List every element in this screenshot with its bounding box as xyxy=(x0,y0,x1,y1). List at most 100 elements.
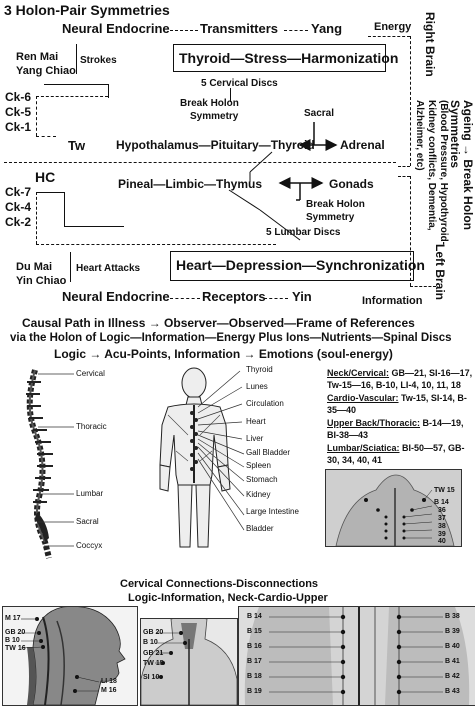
cardio-vascular-text-2: 35—40 xyxy=(327,405,357,415)
back-label-37: 37 xyxy=(438,515,446,522)
dash-connector xyxy=(410,176,411,286)
receptors-label: Receptors xyxy=(202,289,266,304)
yang-label: Yang xyxy=(311,21,343,36)
symmetry-label-1: Symmetry xyxy=(190,111,239,122)
break-holon-label-2: Break Holon xyxy=(306,199,365,210)
neural-endocrine-bottom: Neural Endocrine xyxy=(62,289,170,304)
spine-label-coccyx: Coccyx xyxy=(76,541,103,550)
back-label-38: 38 xyxy=(438,523,446,530)
dash-connector xyxy=(170,298,200,299)
dash-connector xyxy=(36,136,56,137)
connector-line xyxy=(36,192,64,193)
yang-chiao-label: Yang Chiao xyxy=(16,65,76,77)
organ-label-thyroid: Thyroid xyxy=(246,365,273,374)
organ-label-stomach: Stomach xyxy=(246,475,278,484)
bladder-back-figure xyxy=(244,607,470,705)
heart-depression-synchronization: Heart—Depression—Synchronization xyxy=(176,257,425,273)
organ-leader-lines xyxy=(197,370,245,531)
organ-label-heart: Heart xyxy=(246,417,266,426)
back-label-36: 36 xyxy=(438,507,446,514)
lumbar-sciatica-text-2: 30, 34, 40, 41 xyxy=(327,455,383,465)
back-label-b14: B 14 xyxy=(434,499,449,506)
organ-label-bladder: Bladder xyxy=(246,524,274,533)
upper-back-figure xyxy=(141,619,237,705)
symmetry-label-2: Symmetry xyxy=(306,212,355,223)
connector-line xyxy=(44,84,108,85)
neck-label-b10: B 10 xyxy=(5,637,20,644)
bladder-label-b19: B 19 xyxy=(247,688,262,695)
neural-endocrine-top: Neural Endocrine xyxy=(62,21,170,36)
neck-points-panel: M 17 GB 20 B 10 TW 16 LI 18 M 16 xyxy=(2,606,138,706)
bladder-label-b16: B 16 xyxy=(247,643,262,650)
causal-line-2: via the Holon of Logic—Information—Energ… xyxy=(10,332,452,344)
dash-divider xyxy=(4,162,396,163)
organ-label-lunes: Lunes xyxy=(246,382,268,391)
sacral-label: Sacral xyxy=(304,108,335,119)
ageing-label-2: Symmetries xyxy=(448,100,462,169)
cardio-vascular-text-1: Tw-15, SI-14, B- xyxy=(398,393,467,403)
neck-label-m16: M 16 xyxy=(101,687,117,694)
bladder-label-b18: B 18 xyxy=(247,673,262,680)
lumbar-sciatica-title: Lumbar/Sciatica: xyxy=(327,443,400,453)
bladder-label-b43: B 43 xyxy=(445,688,460,695)
upper-back-text-1: B-14—19, xyxy=(420,418,464,428)
ck6-label: Ck-6 xyxy=(5,90,32,104)
tw-label: Tw xyxy=(68,138,86,153)
dash-connector xyxy=(36,244,276,245)
ck5-label: Ck-5 xyxy=(5,105,32,119)
information-label: Information xyxy=(362,295,423,307)
lumbar-discs-label: 5 Lumbar Discs xyxy=(266,227,341,238)
ageing-label-5: Alzheimer, etc) xyxy=(414,100,425,171)
neck-label-gb20: GB 20 xyxy=(5,629,26,636)
upper-back-text-2: BI-38—43 xyxy=(327,430,369,440)
spine-label-cervical: Cervical xyxy=(76,369,105,378)
cardio-vascular-title: Cardio-Vascular: xyxy=(327,393,399,403)
ren-mai-label: Ren Mai xyxy=(16,51,59,63)
back-figure xyxy=(335,474,455,546)
dash-connector xyxy=(410,36,411,166)
bladder-label-b14: B 14 xyxy=(247,613,262,620)
neck-label-m17: M 17 xyxy=(5,615,21,622)
strokes-label: Strokes xyxy=(80,55,117,66)
organ-label-liver: Liver xyxy=(246,434,264,443)
ck2-label: Ck-2 xyxy=(5,215,32,229)
yin-label: Yin xyxy=(292,289,312,304)
organ-label-kidney: Kidney xyxy=(246,490,271,499)
dash-connector xyxy=(36,96,37,136)
spine-label-lumbar: Lumbar xyxy=(76,489,104,498)
bladder-label-b15: B 15 xyxy=(247,628,262,635)
neck-label-tw16: TW 16 xyxy=(5,645,26,652)
dash-connector xyxy=(368,36,410,37)
bladder-points-panel: B 14 B 15 B 16 B 17 B 18 B 19 B 38 B 39 … xyxy=(238,606,475,706)
page-title: 3 Holon-Pair Symmetries xyxy=(4,2,170,18)
thyroid-stress-harmonization: Thyroid—Stress—Harmonization xyxy=(179,50,399,66)
neck-label-li18: LI 18 xyxy=(101,678,117,685)
cervical-connections-subtitle: Logic-Information, Neck-Cardio-Upper xyxy=(128,592,328,604)
connector-line xyxy=(230,88,231,102)
upper-back-label-gb20: GB 20 xyxy=(143,629,164,636)
spine-label-sacral: Sacral xyxy=(76,517,99,526)
neck-cervical-text-1: GB—21, SI-16—17, xyxy=(389,368,473,378)
upper-back-title: Upper Back/Thoracic: xyxy=(327,418,421,428)
ageing-label-3: (Blood Pressure, Hypothyroid- xyxy=(438,100,449,246)
lumbar-sciatica-text-1: BI-50—57, GB- xyxy=(399,443,465,453)
hpt-label: Hypothalamus—Pituitary—Thyroid xyxy=(116,138,315,152)
plt-label: Pineal—Limbic—Thymus xyxy=(118,177,263,191)
neck-cervical-title: Neck/Cervical: xyxy=(327,368,390,378)
heart-depression-box xyxy=(170,251,414,281)
bladder-label-b38: B 38 xyxy=(445,613,460,620)
bladder-label-b42: B 42 xyxy=(445,673,460,680)
spine-leader-lines xyxy=(38,373,74,547)
spine-illustration xyxy=(26,369,53,559)
du-mai-label: Du Mai xyxy=(16,261,53,273)
dash-connector xyxy=(398,176,410,177)
bladder-label-b40: B 40 xyxy=(445,643,460,650)
connector-line xyxy=(64,192,65,226)
connector-line xyxy=(70,252,71,282)
upper-back-label-gb21: GB 21 xyxy=(143,650,164,657)
organ-label-spleen: Spleen xyxy=(246,461,271,470)
causal-line-1: Causal Path in Illness → Observer—Observ… xyxy=(22,316,415,330)
neck-cervical-points: Neck/Cervical: GB—21, SI-16—17, xyxy=(327,369,472,378)
upper-back-points-panel: GB 20 B 10 GB 21 TW 15 SI 10 xyxy=(140,618,238,706)
bladder-label-b41: B 41 xyxy=(445,658,460,665)
